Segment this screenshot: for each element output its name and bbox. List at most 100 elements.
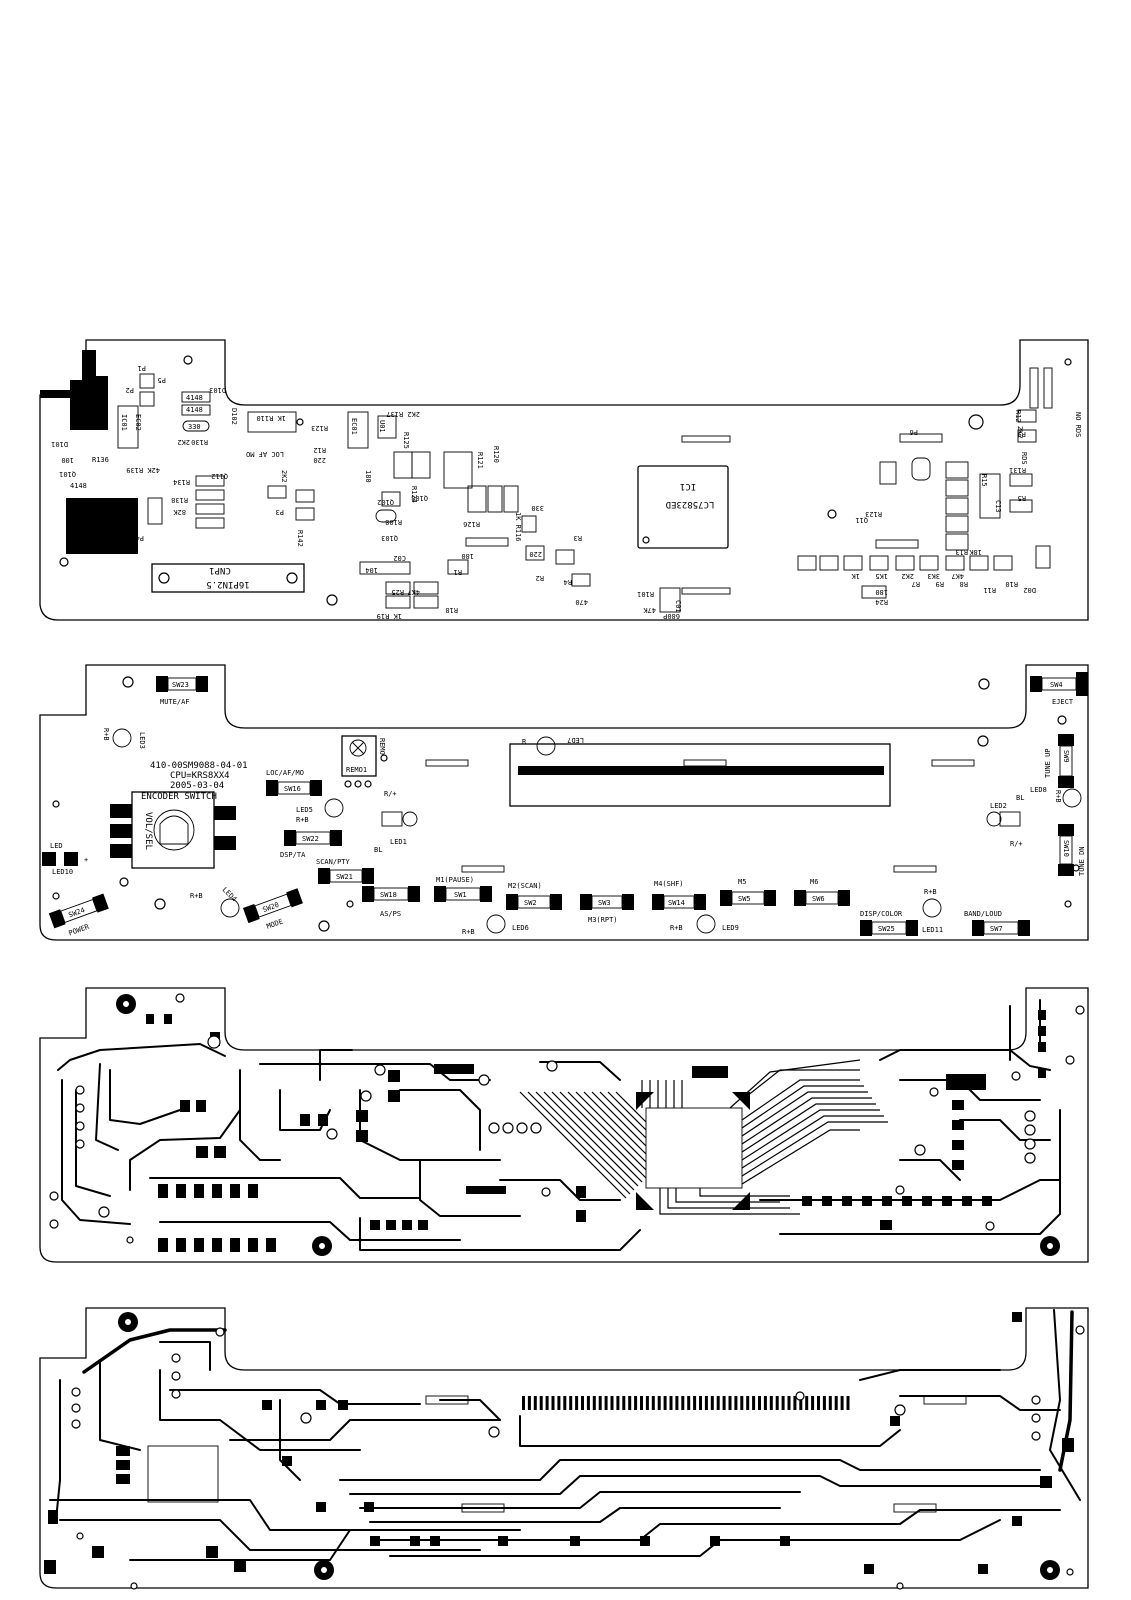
display-pin: [657, 1396, 661, 1410]
svg-text:47K: 47K: [643, 606, 656, 614]
svg-text:R3: R3: [574, 534, 582, 542]
svg-text:R12: R12: [1014, 410, 1022, 423]
display-pin: [716, 1396, 720, 1410]
svg-text:R2: R2: [536, 574, 544, 582]
switch-m3[interactable]: SW3 M3(RPT): [580, 894, 634, 924]
svg-text:M4(SHF): M4(SHF): [654, 880, 684, 888]
led10-label: LED10: [52, 868, 73, 876]
encoder-label: ENCODER SWITCH: [141, 792, 217, 802]
svg-text:R142: R142: [296, 530, 304, 547]
cnp1-ref: CNP1: [209, 565, 231, 575]
switch-mode[interactable]: SW20 MODE: [242, 888, 308, 936]
switch-dsp-ta[interactable]: SW22 DSP/TA: [280, 830, 342, 859]
svg-text:EC01: EC01: [350, 418, 358, 435]
r-slash-label-2: R/+: [1010, 840, 1023, 848]
switch-m5[interactable]: SW5 M5: [720, 878, 776, 906]
display-pin: [793, 1396, 797, 1410]
led9-symbol: [696, 914, 716, 934]
switch-loc-af-mo[interactable]: SW16 LOC/AF/MO: [266, 769, 322, 796]
svg-text:AS/PS: AS/PS: [380, 910, 401, 918]
display-pin: [704, 1396, 708, 1410]
svg-text:D02: D02: [1023, 586, 1036, 594]
svg-text:3K3: 3K3: [927, 572, 940, 580]
switch-tune-dn[interactable]: SW10 TUNE DN: [1058, 824, 1086, 876]
display-pin: [557, 1396, 561, 1410]
svg-text:LOC/AF/MO: LOC/AF/MO: [266, 769, 304, 777]
svg-text:2K2 R137: 2K2 R137: [386, 410, 420, 418]
svg-text:D102: D102: [230, 408, 238, 425]
switch-m6[interactable]: SW6 M6: [794, 878, 850, 906]
remo-ref: REMO: [378, 738, 386, 755]
silkscreen-labels-1: P1 P2 P5 D103 D102 4148 4148 330 EC02 IC…: [51, 364, 1082, 620]
display-pin: [710, 1396, 714, 1410]
led4-symbol: [220, 898, 240, 918]
led6-label: LED6: [512, 924, 529, 932]
led6-symbol: [486, 914, 506, 934]
svg-text:D101: D101: [51, 440, 68, 448]
switch-power[interactable]: SW24 POWER: [48, 893, 114, 942]
svg-text:C01: C01: [674, 600, 682, 613]
display-pin: [781, 1396, 785, 1410]
svg-text:RDS: RDS: [1020, 452, 1028, 465]
switch-m2[interactable]: SW2 M2(SCAN): [506, 882, 562, 910]
svg-text:Q102: Q102: [377, 498, 394, 506]
switch-tune-up[interactable]: SW9 TUNE UP: [1044, 734, 1074, 788]
display-pin-row[interactable]: [522, 1396, 850, 1410]
svg-text:R7: R7: [912, 580, 920, 588]
switch-eject[interactable]: SW4 EJECT: [1030, 672, 1088, 706]
svg-text:MODE: MODE: [266, 917, 285, 930]
switch-mute-af[interactable]: SW23 MUTE/AF: [156, 676, 208, 706]
switch-as-ps[interactable]: SW18 AS/PS: [362, 886, 420, 918]
led2-label: LED2: [990, 802, 1007, 810]
display-pin: [522, 1396, 525, 1410]
svg-text:IC01: IC01: [120, 414, 128, 431]
svg-text:2K2: 2K2: [280, 470, 288, 483]
display-pin: [640, 1396, 643, 1410]
switch-m1[interactable]: SW1 M1(PAUSE): [434, 876, 492, 902]
display-pin: [581, 1396, 584, 1410]
display-window-outline: [147, 1445, 219, 1503]
led9-rplus: R+B: [670, 924, 683, 932]
svg-text:Q108: Q108: [411, 494, 428, 502]
board-outline-1: [39, 339, 1089, 621]
svg-text:180: 180: [364, 470, 372, 483]
connector-block-bottom: [66, 498, 138, 554]
bl-label-1: BL: [374, 846, 382, 854]
svg-text:R101: R101: [637, 590, 654, 598]
switch-band-loud[interactable]: SW7 BAND/LOUD: [964, 910, 1030, 936]
svg-text:330: 330: [531, 504, 544, 512]
switch-disp-color[interactable]: SW25 DISP/COLOR: [860, 910, 918, 936]
trace-fanout-left: [519, 1080, 683, 1199]
display-pin: [651, 1396, 655, 1410]
svg-text:SW21: SW21: [336, 873, 353, 881]
svg-text:P4: P4: [136, 534, 144, 542]
display-pin: [669, 1396, 673, 1410]
svg-text:SW2: SW2: [524, 899, 537, 907]
svg-text:SW23: SW23: [172, 681, 189, 689]
svg-text:R9: R9: [936, 580, 944, 588]
svg-text:R11: R11: [983, 586, 996, 594]
switch-scan-pty[interactable]: SW21 SCAN/PTY: [316, 858, 374, 884]
svg-text:R136: R136: [92, 456, 109, 464]
svg-text:MUTE/AF: MUTE/AF: [160, 698, 190, 706]
svg-text:R134: R134: [173, 478, 190, 486]
remo-sensor: [341, 735, 377, 777]
display-pin: [569, 1396, 573, 1410]
led6-rplus: R+B: [462, 928, 475, 936]
display-pin: [604, 1396, 608, 1410]
display-pin: [628, 1396, 632, 1410]
svg-text:R12: R12: [313, 446, 326, 454]
svg-text:330: 330: [188, 423, 201, 431]
display-pin: [822, 1396, 826, 1410]
svg-text:2K2: 2K2: [1016, 426, 1024, 439]
svg-text:42K R139: 42K R139: [126, 466, 160, 474]
switch-m4[interactable]: SW14 M4(SHF): [652, 880, 706, 910]
display-pin: [634, 1396, 638, 1410]
led1-label: LED1: [390, 838, 407, 846]
svg-text:R138: R138: [171, 496, 188, 504]
display-window: [509, 743, 891, 807]
display-pin: [834, 1396, 838, 1410]
led11-symbol: [922, 898, 942, 918]
svg-text:82K: 82K: [173, 508, 186, 516]
led8-symbol: [1062, 788, 1082, 808]
